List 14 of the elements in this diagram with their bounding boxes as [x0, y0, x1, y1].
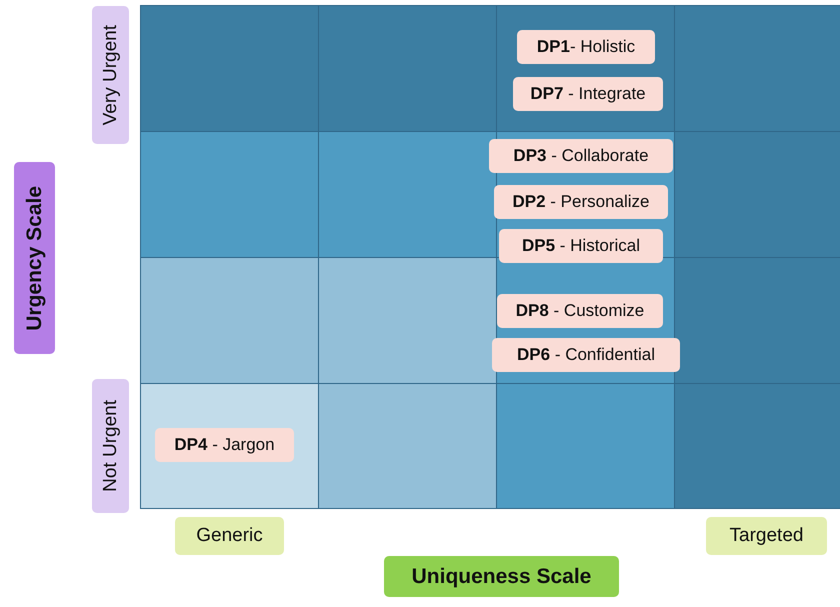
item-tag: DP6 - Confidential [492, 338, 680, 372]
item-tag: DP1- Holistic [517, 30, 655, 64]
item-tag: DP4 - Jargon [155, 428, 294, 462]
axis-end-label: Generic [175, 517, 284, 555]
axis-end-label: Not Urgent [92, 379, 129, 513]
axis-end-label: Very Urgent [92, 6, 129, 144]
axis-title: Uniqueness Scale [384, 556, 619, 597]
item-tag: DP7 - Integrate [513, 77, 663, 111]
item-tag: DP2 - Personalize [494, 185, 668, 219]
item-tag: DP3 - Collaborate [489, 139, 673, 173]
axis-title: Urgency Scale [14, 162, 55, 354]
item-tag: DP8 - Customize [497, 294, 663, 328]
axis-end-label: Targeted [706, 517, 827, 555]
item-tag: DP5 - Historical [499, 229, 663, 263]
